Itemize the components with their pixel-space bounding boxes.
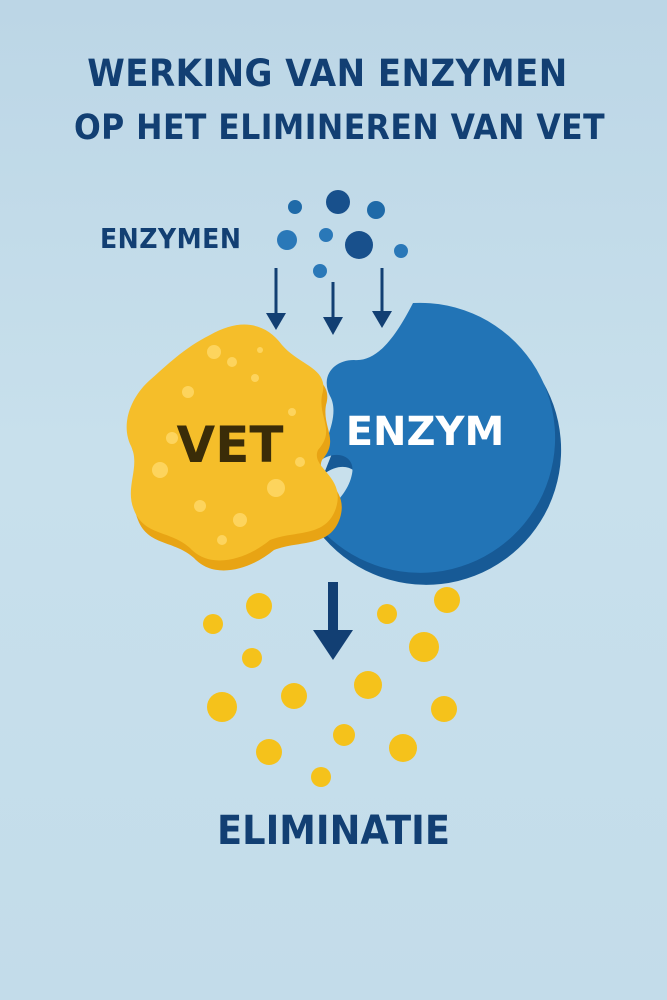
fat-droplet [389, 734, 417, 762]
fat-droplet [354, 671, 382, 699]
enzyme-particle [313, 264, 327, 278]
fat-droplet [203, 614, 223, 634]
big-arrow-down-icon [313, 582, 353, 660]
enzyme-particle [394, 244, 408, 258]
enzyme-shape [313, 302, 562, 585]
fat-blob [126, 324, 342, 571]
enzyme-arrows [266, 268, 392, 335]
fat-droplet [311, 767, 331, 787]
enzyme-particle [288, 200, 302, 214]
arrow-down-icon [372, 268, 392, 328]
enzyme-particle [345, 231, 373, 259]
fat-droplet [409, 632, 439, 662]
fat-droplet [333, 724, 355, 746]
fat-droplet [246, 593, 272, 619]
enzyme-particle [277, 230, 297, 250]
enzyme-particles [277, 190, 408, 278]
fat-droplet [281, 683, 307, 709]
fat-droplet [207, 692, 237, 722]
arrow-down-icon [323, 282, 343, 335]
enzymes-label: ENZYMEN [100, 222, 242, 255]
fat-texture [152, 345, 305, 545]
fat-droplet [256, 739, 282, 765]
enzyme-particle [319, 228, 333, 242]
elimination-label: ELIMINATIE [217, 808, 450, 854]
enzyme-label: ENZYM [346, 409, 505, 455]
fat-droplet [242, 648, 262, 668]
fat-label: VET [177, 416, 284, 474]
fat-droplet [431, 696, 457, 722]
arrow-down-icon [266, 268, 286, 330]
fat-droplet [434, 587, 460, 613]
title-line-1: WERKING VAN ENZYMEN [87, 52, 568, 95]
title-line-2: OP HET ELIMINEREN VAN VET [73, 108, 606, 148]
fat-droplet [377, 604, 397, 624]
fat-droplets [203, 587, 460, 787]
enzyme-particle [326, 190, 350, 214]
enzyme-particle [367, 201, 385, 219]
